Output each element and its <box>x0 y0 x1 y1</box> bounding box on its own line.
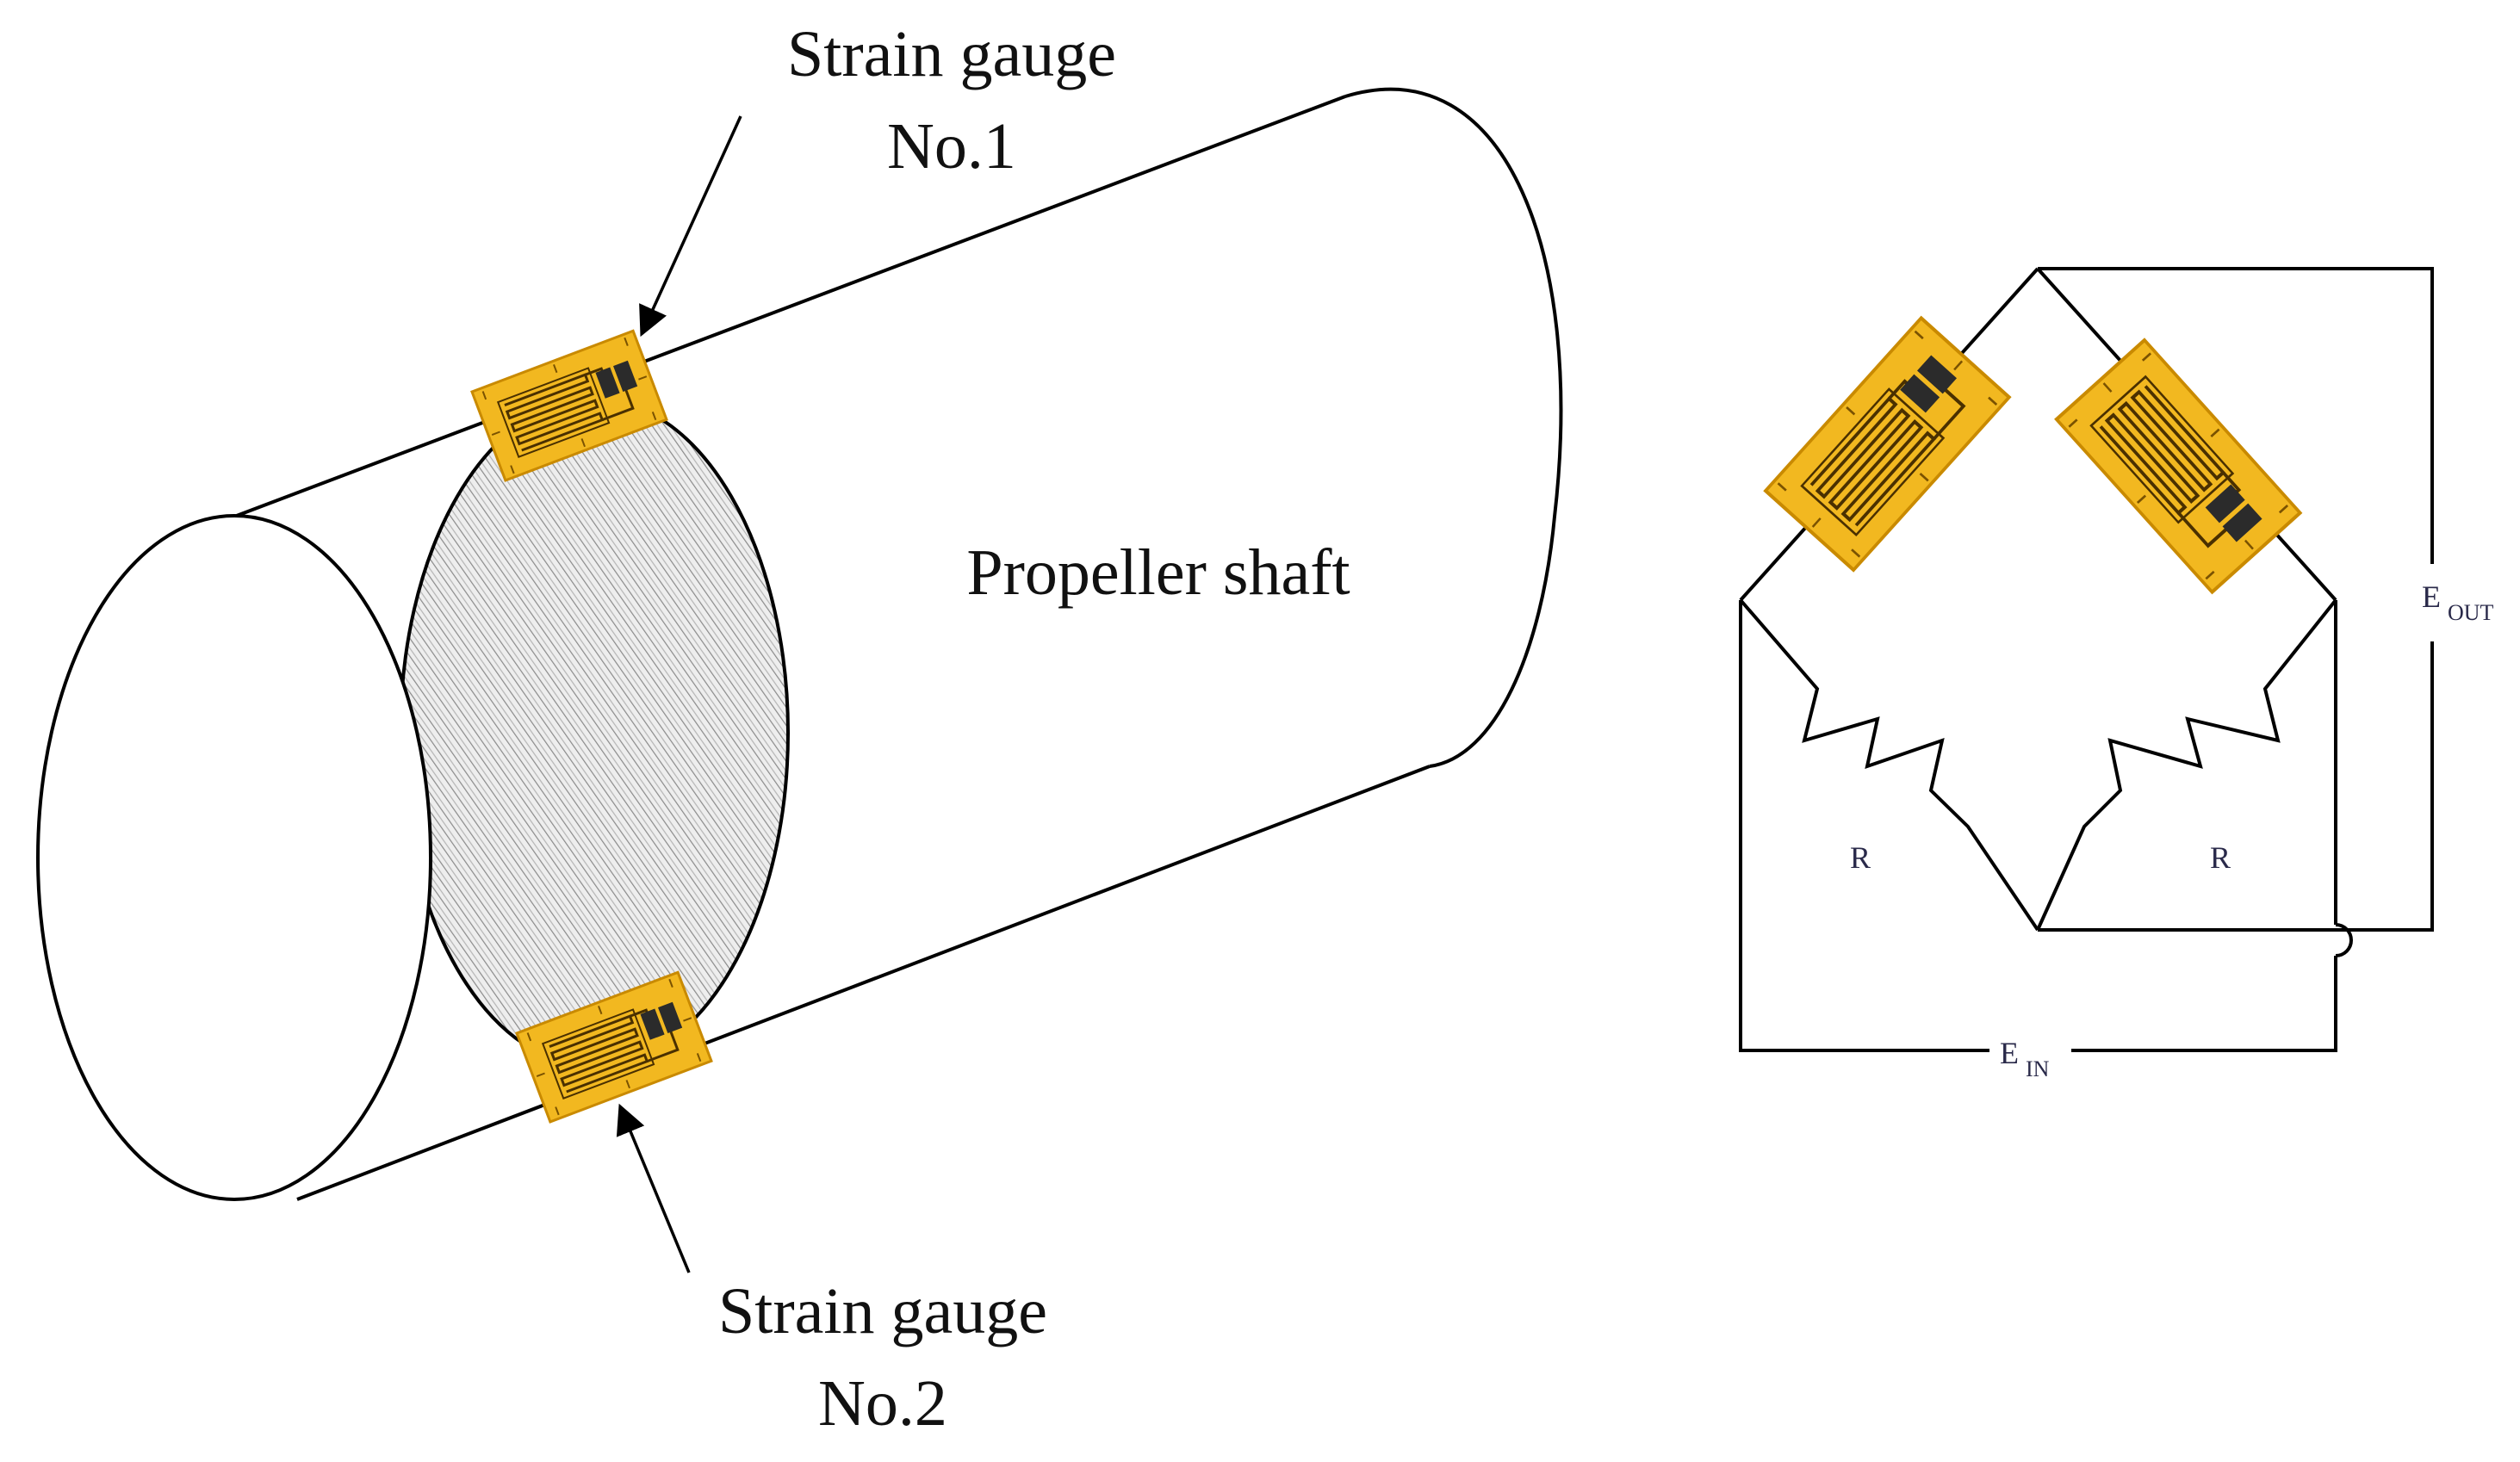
gauge-1-label-line1: Strain gauge <box>787 18 1116 90</box>
ein-sub: IN <box>2026 1056 2050 1081</box>
ein-label: E IN <box>2000 1036 2050 1081</box>
resistor-left-label: R <box>1850 840 1871 875</box>
resistor-right-label: R <box>2210 840 2231 875</box>
arrow-gauge-1 <box>639 115 742 338</box>
gauge-1-label-line2: No.1 <box>887 110 1016 183</box>
gauge-2-label-line1: Strain gauge <box>718 1275 1047 1347</box>
arrow-gauge-2 <box>616 1103 691 1273</box>
bridge-gauge-right <box>2054 338 2302 594</box>
shaft-top-edge <box>233 95 1346 518</box>
resistor-left <box>1739 598 2039 932</box>
shaft-label: Propeller shaft <box>966 536 1350 609</box>
eout-main: E <box>2422 579 2441 614</box>
shaft-far-end <box>1344 87 1563 768</box>
shaft-cross-section <box>399 397 790 1069</box>
gauge-2-label-line2: No.2 <box>818 1367 947 1440</box>
propeller-shaft <box>36 87 1563 1201</box>
eout-sub: OUT <box>2448 600 2494 625</box>
ein-main: E <box>2000 1036 2019 1070</box>
eout-label: E OUT <box>2407 564 2519 641</box>
shaft-near-end <box>36 514 432 1201</box>
wheatstone-bridge <box>1739 267 2434 1052</box>
shaft-bottom-edge <box>296 765 1431 1201</box>
resistor-right <box>2036 598 2337 931</box>
